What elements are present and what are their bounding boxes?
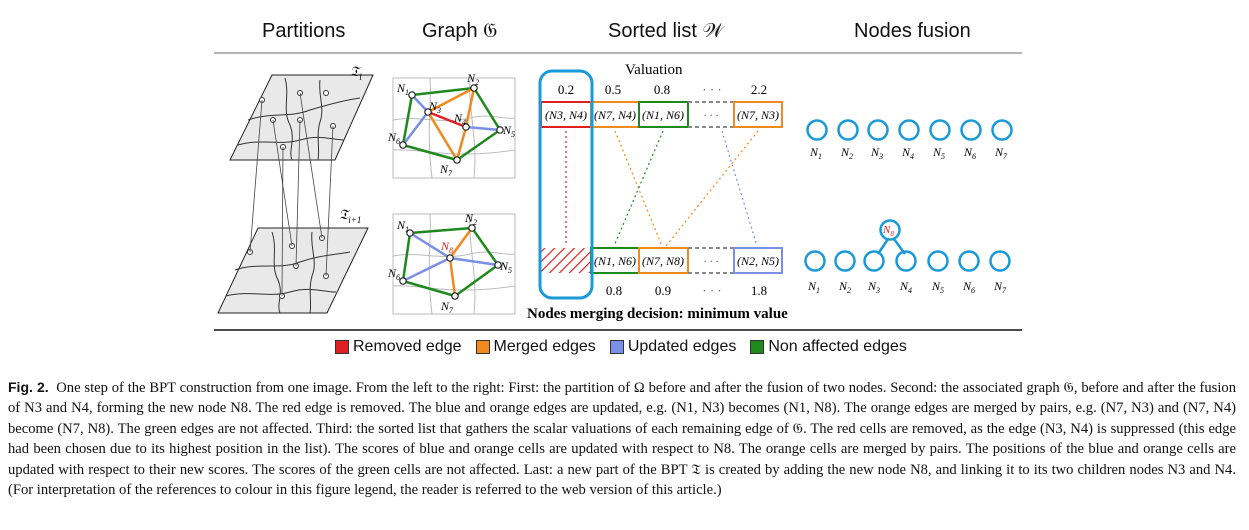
legend: Removed edge Merged edges Updated edges … (335, 338, 907, 356)
partition-label-top: 𝔗i (350, 65, 362, 82)
fusion-new-node-label: N8 (882, 224, 894, 238)
highlight-column (538, 69, 594, 300)
caption-label: Fig. 2. (8, 379, 49, 395)
legend-swatch-merged (475, 340, 490, 354)
graph-bottom: N1 N2 N8 N5 N6 N7 (387, 211, 516, 315)
svg-text:N2: N2 (466, 71, 479, 87)
top-cell-4: (N7, N3) (737, 108, 779, 122)
bottom-cell-2: · · · (704, 254, 719, 268)
fusion-bottom-nodes (804, 219, 1011, 272)
svg-text:N6: N6 (962, 279, 975, 295)
top-cell-labels: (N3, N4) (N7, N4) (N1, N6) · · · (N7, N3… (545, 108, 779, 122)
svg-text:N4: N4 (899, 279, 912, 295)
bottom-cell-0: (N1, N6) (594, 254, 636, 268)
partition-label-bottom: 𝔗i+1 (339, 208, 361, 225)
legend-swatch-updated (609, 340, 624, 354)
top-value-0: 0.2 (558, 82, 574, 97)
top-cell-2: (N1, N6) (642, 108, 684, 122)
legend-swatch-non-affected (750, 340, 765, 354)
header-sorted-list: Sorted list 𝒲 (608, 20, 724, 42)
top-value-3: · · · (702, 82, 722, 97)
cell-bottom-updated (733, 247, 783, 274)
svg-text:N3: N3 (867, 279, 880, 295)
header-partitions: Partitions (262, 20, 346, 42)
svg-text:N7: N7 (994, 145, 1008, 161)
top-value-4: 2.2 (751, 82, 767, 97)
fusion-top-nodes (806, 119, 1013, 141)
legend-merged: Merged edges (475, 338, 596, 356)
legend-swatch-removed (335, 340, 349, 354)
header-graph: Graph 𝔊 (422, 20, 498, 42)
svg-text:N4: N4 (901, 145, 914, 161)
bottom-cell-labels: (N1, N6) (N7, N8) · · · (N2, N5) (594, 254, 779, 268)
bottom-cell-1: (N7, N8) (642, 254, 684, 268)
bottom-values: 0.8 0.9 · · · 1.8 (606, 283, 767, 298)
partition-top (229, 74, 374, 161)
cell-bottom-merged (638, 247, 689, 274)
graph-top: N1 N2 N3 N4 N5 N6 N7 (387, 71, 516, 179)
svg-text:N2: N2 (838, 279, 851, 295)
legend-updated: Updated edges (609, 338, 736, 356)
svg-text:N5: N5 (931, 279, 944, 295)
figure-caption: Fig. 2. One step of the BPT construction… (8, 377, 1236, 500)
bottom-value-3: 1.8 (751, 283, 767, 298)
top-cell-0: (N3, N4) (545, 108, 587, 122)
bottom-value-1: 0.9 (655, 283, 671, 298)
decision-label: Nodes merging decision: minimum value (527, 306, 788, 322)
bottom-value-2: · · · (702, 283, 722, 298)
svg-text:N7: N7 (993, 279, 1007, 295)
valuation-label: Valuation (625, 62, 683, 78)
svg-text:N3: N3 (870, 145, 883, 161)
svg-text:N1: N1 (807, 279, 820, 295)
svg-text:N1: N1 (809, 145, 822, 161)
svg-text:N2: N2 (464, 211, 477, 227)
svg-text:N2: N2 (840, 145, 853, 161)
cell-top-green (638, 101, 689, 128)
fusion-new-node (879, 219, 901, 241)
top-cell-3: · · · (704, 108, 719, 122)
fusion-bottom-labels: N1 N2 N3 N4 N5 N6 N7 (807, 279, 1007, 295)
cell-top-merged-1 (590, 101, 640, 128)
top-value-1: 0.5 (605, 82, 621, 97)
top-value-2: 0.8 (654, 82, 670, 97)
cell-top-merged-2 (733, 101, 783, 128)
caption-text: One step of the BPT construction from on… (8, 380, 1237, 499)
legend-non-affected: Non affected edges (750, 338, 907, 356)
legend-removed: Removed edge (335, 338, 462, 356)
top-cell-1: (N7, N4) (594, 108, 636, 122)
partition-bottom (217, 227, 369, 314)
fusion-top-labels: N1 N2 N3 N4 N5 N6 N7 (809, 145, 1008, 161)
partition-links (249, 92, 334, 297)
svg-text:N6: N6 (963, 145, 976, 161)
list-links (565, 130, 759, 247)
cell-bottom-hatched (541, 248, 591, 273)
top-values: 0.2 0.5 0.8 · · · 2.2 (558, 82, 767, 97)
bottom-cell-3: (N2, N5) (737, 254, 779, 268)
header-nodes-fusion: Nodes fusion (854, 20, 971, 42)
figure-diagram: 𝔗i 𝔗i+1 N1 N2 N3 N4 N (214, 52, 1022, 331)
svg-text:N5: N5 (932, 145, 945, 161)
bottom-value-0: 0.8 (606, 283, 622, 298)
cell-bottom-green (590, 247, 640, 274)
